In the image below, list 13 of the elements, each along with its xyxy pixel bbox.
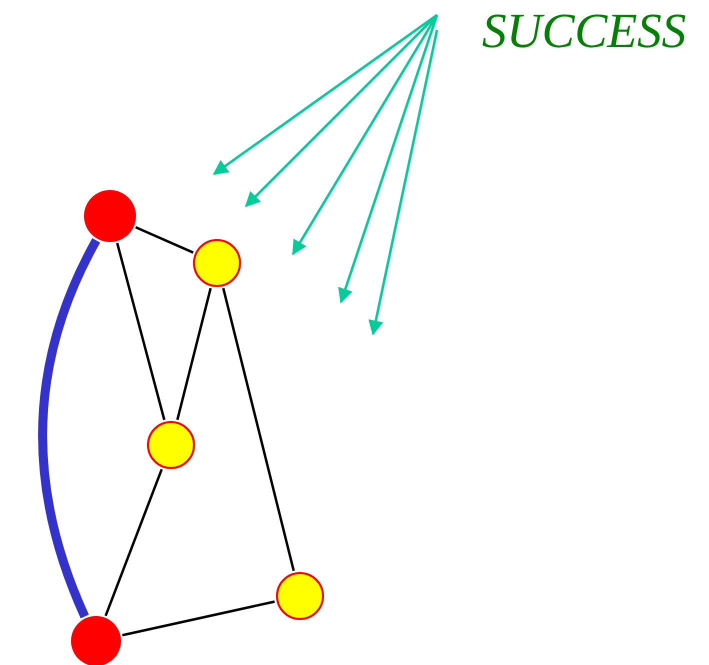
heading-text: SUCCESS [482, 6, 686, 54]
connector-line [176, 288, 212, 420]
connector-line [122, 600, 275, 636]
connector-line [222, 288, 295, 572]
arrow [244, 14, 438, 208]
arrow [368, 30, 438, 336]
arrow [212, 14, 438, 176]
connector-line [116, 242, 166, 420]
arrow [338, 14, 438, 304]
arrow [292, 14, 438, 256]
connector-line [38, 238, 100, 618]
connector-line [104, 468, 163, 616]
connector-line [135, 226, 194, 254]
